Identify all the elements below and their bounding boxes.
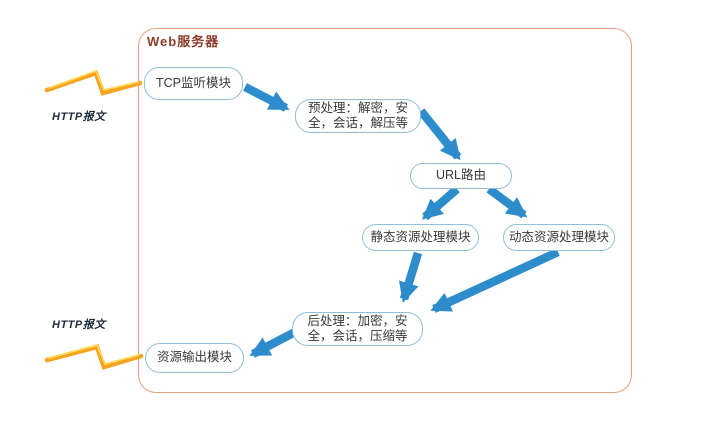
edge-postprocess-to-output bbox=[249, 327, 299, 358]
http-message-label-outgoing: HTTP报文 bbox=[52, 319, 106, 331]
http-message-label-incoming: HTTP报文 bbox=[52, 111, 106, 123]
lightning-bolt-outgoing bbox=[44, 343, 144, 370]
edge-preprocess-to-url bbox=[417, 108, 462, 161]
lightning-bolt-incoming bbox=[44, 69, 143, 96]
node-preprocess: 预处理：解密，安全，会话，解压等 bbox=[295, 99, 421, 133]
frame-title: Web服务器 bbox=[147, 34, 220, 49]
edge-dynamic-to-postprocess bbox=[430, 248, 560, 313]
edge-url-to-dynamic bbox=[486, 185, 528, 219]
edge-tcp-to-preprocess bbox=[243, 83, 290, 112]
node-resource-output: 资源输出模块 bbox=[145, 343, 244, 373]
web-server-frame bbox=[138, 28, 632, 393]
node-static-handler: 静态资源处理模块 bbox=[362, 224, 479, 251]
node-tcp-listener: TCP监听模块 bbox=[144, 67, 243, 100]
node-postprocess: 后处理：加密，安全，会话，压缩等 bbox=[292, 312, 423, 346]
node-dynamic-handler: 动态资源处理模块 bbox=[503, 224, 615, 251]
edge-url-to-static bbox=[421, 185, 460, 221]
edge-static-to-postprocess bbox=[398, 251, 423, 303]
node-url-router: URL路由 bbox=[410, 163, 512, 189]
